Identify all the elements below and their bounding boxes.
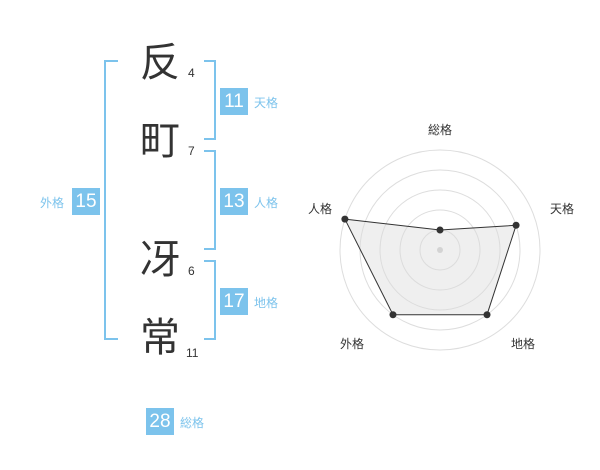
name-char-1: 反	[140, 40, 180, 86]
gaikaku-badge: 15	[72, 188, 100, 215]
stroke-count-4: 11	[186, 346, 199, 360]
jinkaku-bracket	[204, 150, 216, 250]
stroke-count-2: 7	[188, 144, 195, 158]
name-char-2: 町	[140, 118, 180, 164]
radar-point-1	[436, 226, 444, 234]
soukaku-label: 総格	[180, 416, 205, 430]
radar-axis-label-5: 人格	[308, 202, 333, 216]
chikaku-label: 地格	[254, 296, 279, 310]
radar-axis-label-2: 天格	[550, 202, 575, 216]
radar-point-3	[483, 311, 491, 319]
soukaku-badge: 28	[146, 408, 174, 435]
radar-point-4	[389, 311, 397, 319]
jinkaku-badge: 13	[220, 188, 248, 215]
tenkaku-bracket	[204, 60, 216, 140]
gaikaku-bracket	[104, 60, 118, 340]
chikaku-badge: 17	[220, 288, 248, 315]
radar-axis-label-1: 総格	[428, 123, 453, 137]
chikaku-bracket	[204, 260, 216, 340]
jinkaku-label: 人格	[254, 196, 279, 210]
radar-point-2	[512, 221, 520, 229]
name-char-4: 常	[140, 315, 180, 361]
radar-ring	[379, 189, 501, 311]
stroke-count-1: 4	[188, 66, 195, 80]
radar-center	[437, 247, 443, 253]
radar-point-5	[341, 215, 349, 223]
radar-ring	[339, 149, 541, 351]
radar-axis-label-3: 地格	[511, 337, 536, 351]
stroke-count-3: 6	[188, 264, 195, 278]
radar-axis-label-4: 外格	[340, 337, 365, 351]
tenkaku-badge: 11	[220, 88, 248, 115]
gaikaku-label: 外格	[40, 196, 65, 210]
name-char-3: 冴	[140, 237, 180, 283]
radar-area	[344, 218, 517, 316]
radar-ring	[399, 209, 481, 291]
tenkaku-label: 天格	[254, 96, 279, 110]
